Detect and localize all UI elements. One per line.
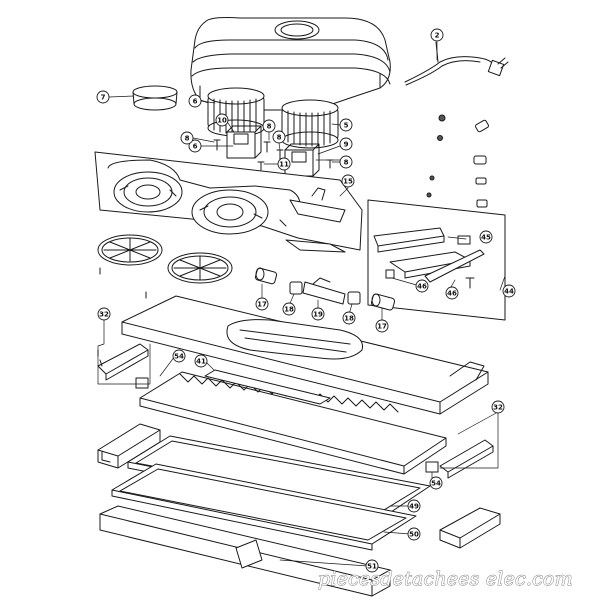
callout-49: 49 bbox=[409, 503, 419, 511]
callout-18: 18 bbox=[344, 315, 354, 323]
callout-11: 11 bbox=[279, 161, 289, 169]
fan-wheels bbox=[207, 87, 339, 149]
callout-7: 7 bbox=[101, 94, 106, 102]
callout-2: 2 bbox=[435, 32, 440, 40]
front-bar bbox=[99, 505, 391, 597]
lower-filter-frame bbox=[139, 369, 447, 475]
side-rails bbox=[97, 343, 494, 479]
callout-17: 17 bbox=[377, 323, 387, 331]
callout-15: 15 bbox=[343, 178, 353, 186]
main-chassis bbox=[121, 295, 489, 415]
callout-19: 19 bbox=[313, 311, 323, 319]
callout-51: 51 bbox=[367, 563, 377, 571]
callout-5: 5 bbox=[344, 122, 349, 130]
callout-8: 8 bbox=[277, 134, 282, 142]
callout-54: 54 bbox=[174, 353, 184, 361]
callout-circles bbox=[96, 28, 516, 573]
callout-labels: 2 7 6 6 5 10 8 8 8 8 11 9 15 45 46 46 44… bbox=[99, 32, 514, 571]
callout-circle-9 bbox=[339, 137, 353, 151]
callout-9-label: 9 bbox=[344, 141, 349, 149]
mount-brackets bbox=[97, 423, 501, 549]
callout-54: 54 bbox=[431, 480, 441, 488]
callout-6: 6 bbox=[193, 143, 198, 151]
callout-41: 41 bbox=[196, 358, 206, 366]
callout-17: 17 bbox=[257, 301, 267, 309]
callout-8: 8 bbox=[267, 123, 272, 131]
callout-44: 44 bbox=[504, 288, 514, 296]
callout-32: 32 bbox=[99, 311, 109, 319]
hardware-screws bbox=[426, 114, 489, 208]
callout-46: 46 bbox=[417, 283, 427, 291]
callout-18: 18 bbox=[284, 306, 294, 314]
callout-45: 45 bbox=[481, 234, 491, 242]
glass-panels bbox=[111, 435, 431, 551]
callout-8: 8 bbox=[344, 159, 349, 167]
blower-housing-plate bbox=[94, 151, 363, 253]
control-panel-box bbox=[367, 199, 506, 321]
filter-discs bbox=[97, 234, 233, 299]
callout-50: 50 bbox=[409, 531, 419, 539]
callout-6: 6 bbox=[193, 98, 198, 106]
power-cord bbox=[404, 41, 509, 86]
callout-32: 32 bbox=[493, 404, 503, 412]
leader-lines bbox=[97, 41, 506, 567]
callout-46: 46 bbox=[447, 290, 457, 298]
callout-10: 10 bbox=[217, 117, 227, 125]
watermark-text: piecesdetachees elec.com bbox=[318, 568, 573, 590]
duct-ring bbox=[132, 85, 178, 111]
lamp-holders bbox=[254, 267, 396, 311]
callout-8: 8 bbox=[185, 135, 190, 143]
